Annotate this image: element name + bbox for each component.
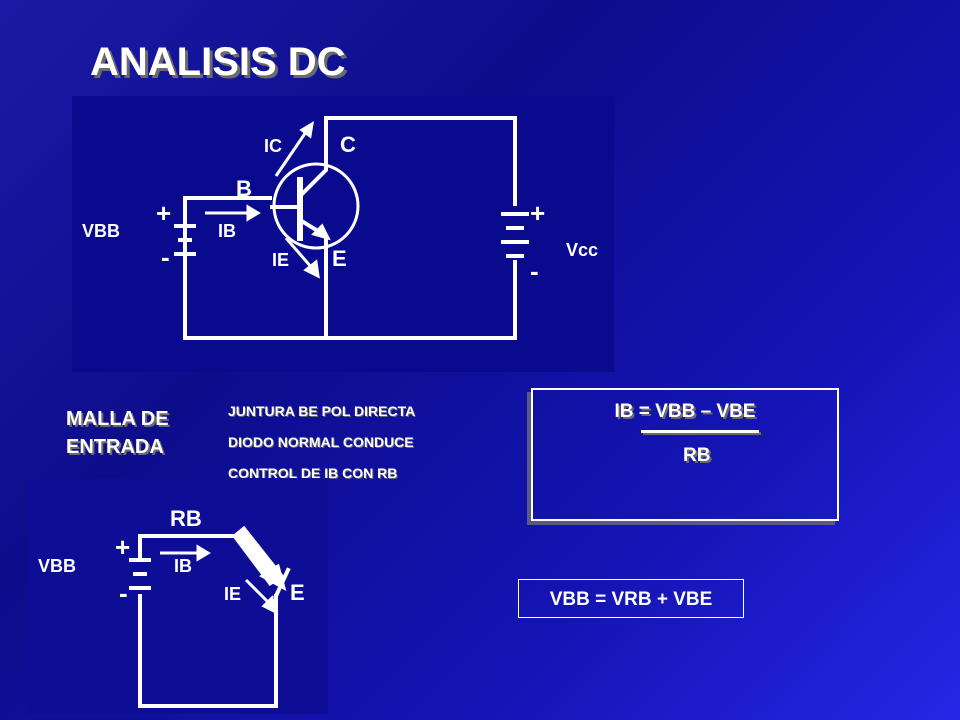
emitter-arrow-icon bbox=[311, 223, 331, 241]
label-minus-right: - bbox=[530, 256, 539, 286]
ic-arrow-icon bbox=[274, 121, 315, 177]
collector-leg bbox=[297, 116, 517, 206]
formula-denominator: RB bbox=[683, 445, 711, 466]
fraction-bar bbox=[641, 430, 759, 433]
label-ie: IE bbox=[272, 250, 289, 270]
label-plus-left: + bbox=[156, 198, 171, 228]
bottom-loop bbox=[138, 594, 278, 708]
label-minus-left: - bbox=[161, 242, 170, 272]
note-item: JUNTURA BE POL DIRECTA bbox=[228, 403, 416, 419]
transistor-circle bbox=[272, 162, 360, 250]
label-c: C bbox=[340, 132, 356, 157]
label-vbb-bottom: VBB bbox=[38, 556, 76, 576]
formula-numerator: IB = VBB – VBE bbox=[614, 401, 756, 422]
bottom-left-wire bbox=[138, 534, 238, 562]
formula-box: IB = VBB – VBE RB bbox=[531, 388, 839, 521]
ie-arrow-icon-bottom bbox=[244, 578, 279, 615]
label-e-bottom: E bbox=[290, 580, 305, 605]
label-ib-bottom: IB bbox=[174, 556, 192, 576]
malla-de-entrada-label: MALLA DE ENTRADA bbox=[66, 405, 169, 461]
notes-list: JUNTURA BE POL DIRECTA DIODO NORMAL COND… bbox=[228, 396, 415, 489]
label-plus-bottom: + bbox=[115, 532, 130, 562]
label-plus-right: + bbox=[530, 198, 545, 228]
label-minus-bottom: - bbox=[119, 578, 128, 608]
equation-box: VBB = VRB + VBE bbox=[518, 579, 744, 618]
label-vbb: VBB bbox=[82, 221, 120, 241]
label-ic: IC bbox=[264, 136, 282, 156]
circuit-bottom: RB VBB + - IB IE E bbox=[38, 506, 305, 708]
label-b: B bbox=[236, 176, 252, 201]
slide-title: ANALISIS DC bbox=[90, 40, 346, 84]
wire-left-vertical bbox=[183, 196, 517, 340]
label-rb: RB bbox=[170, 506, 202, 531]
vbb-battery bbox=[174, 224, 196, 256]
label-vcc: Vcc bbox=[566, 240, 598, 260]
ib-arrow-icon bbox=[205, 204, 261, 222]
note-item: CONTROL DE IB CON RB bbox=[228, 465, 398, 481]
label-ie-bottom: IE bbox=[224, 584, 241, 604]
label-ib: IB bbox=[218, 221, 236, 241]
note-item: DIODO NORMAL CONDUCE bbox=[228, 434, 414, 450]
circuit-top: VBB + - IB B IC C IE E + - Vcc bbox=[82, 116, 598, 340]
malla-line-1: MALLA DE bbox=[66, 408, 169, 430]
vcc-battery bbox=[501, 212, 529, 258]
ib-arrow-icon-bottom bbox=[160, 544, 211, 562]
label-e: E bbox=[332, 246, 347, 271]
diode-arrowhead-icon bbox=[259, 563, 287, 592]
circuit-top-background bbox=[72, 96, 614, 372]
malla-line-2: ENTRADA bbox=[66, 436, 164, 458]
vbb-battery-bottom bbox=[129, 558, 151, 590]
ie-arrow-icon bbox=[284, 237, 320, 279]
